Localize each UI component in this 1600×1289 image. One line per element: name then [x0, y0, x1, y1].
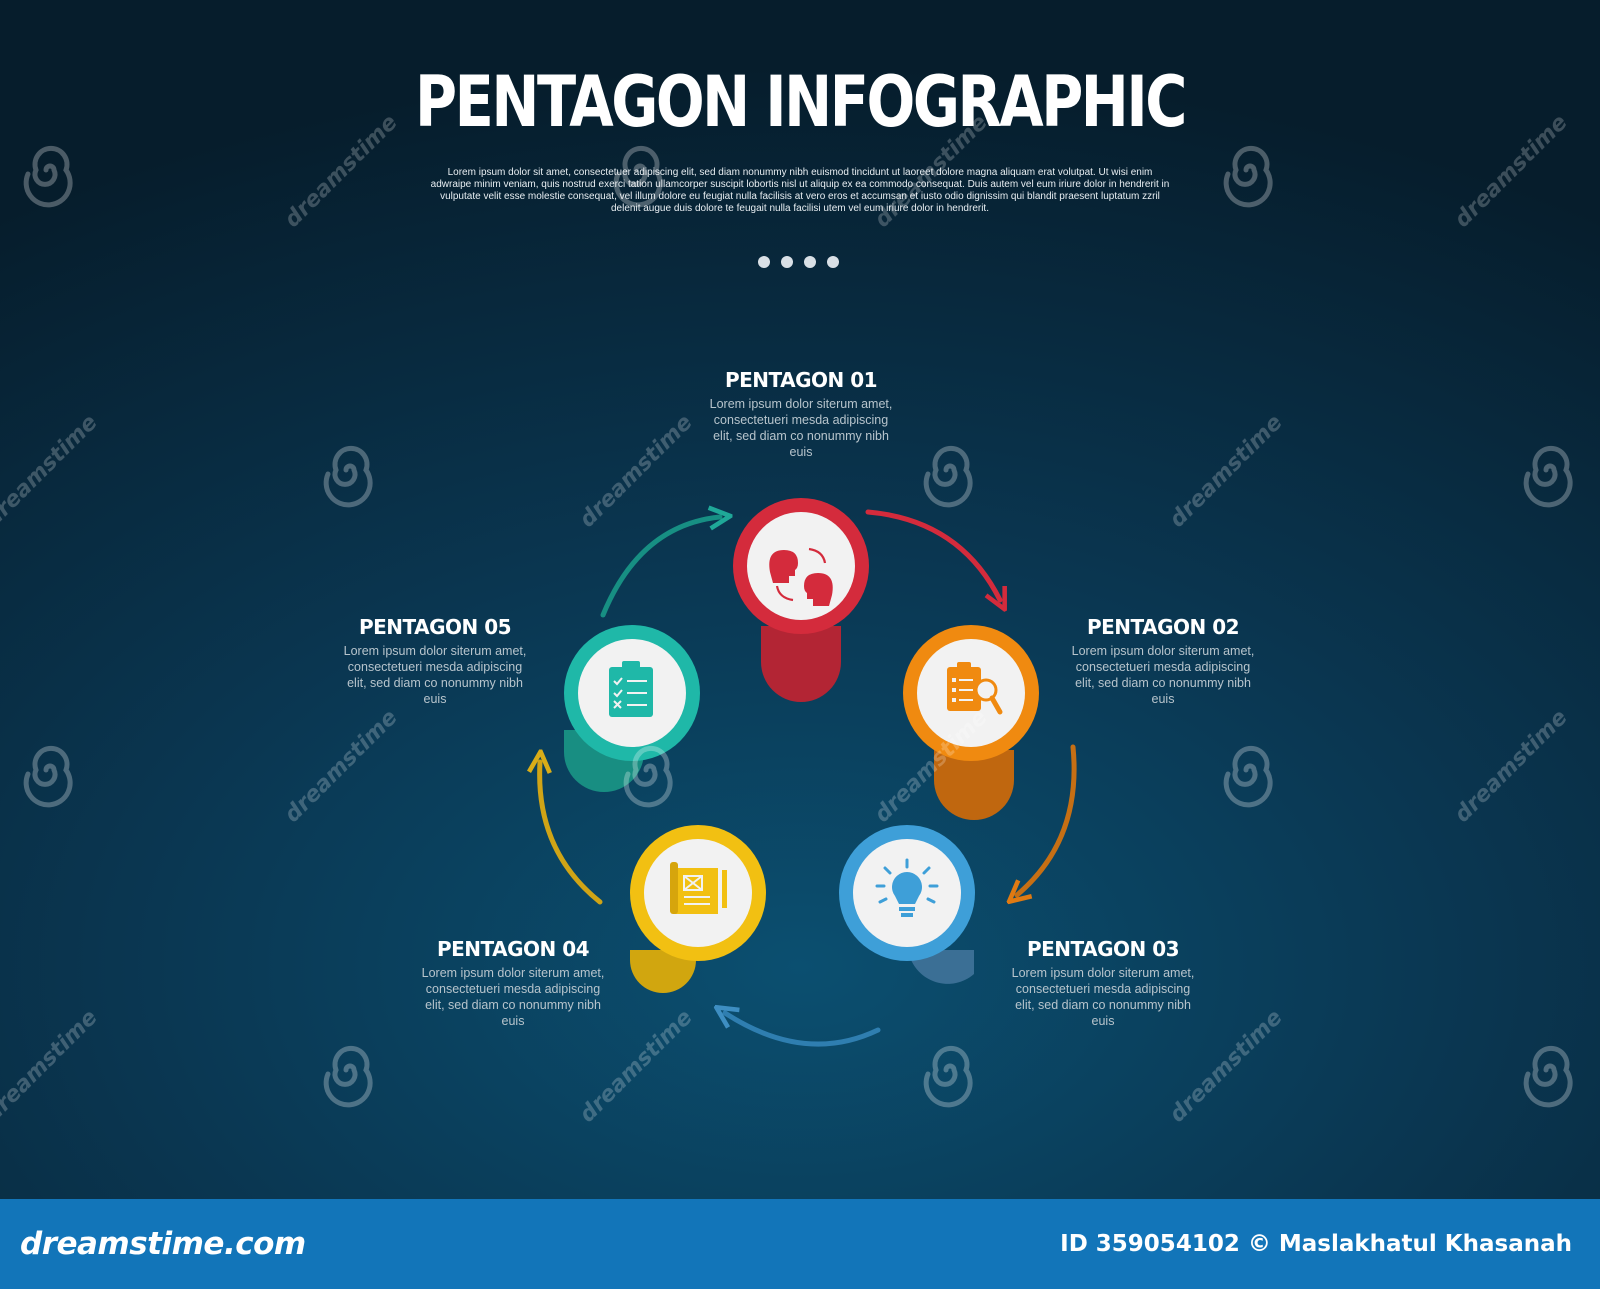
step-title: PENTAGON 02: [1086, 615, 1240, 639]
node-01: [733, 498, 869, 702]
step-label-01: PENTAGON 01 Lorem ipsum dolor siterum am…: [706, 368, 896, 460]
node-03: [839, 825, 975, 984]
step-body: Lorem ipsum dolor siterum amet, consecte…: [1011, 966, 1195, 1028]
checklist-icon: [609, 661, 653, 717]
node-04: [630, 825, 766, 993]
dots-separator: [758, 256, 839, 268]
blueprint-icon: [670, 862, 727, 914]
step-label-04: PENTAGON 04 Lorem ipsum dolor siterum am…: [418, 937, 608, 1029]
arrow-01-to-02: [865, 509, 1000, 600]
arrow-04-to-05: [540, 762, 603, 905]
step-title: PENTAGON 03: [1026, 937, 1180, 961]
step-title: PENTAGON 05: [358, 615, 512, 639]
two-heads-exchange-icon: [769, 547, 833, 606]
step-body: Lorem ipsum dolor siterum amet, consecte…: [343, 644, 527, 706]
arrow-05-to-01: [600, 517, 720, 618]
arrow-03-to-04: [725, 1013, 881, 1047]
step-body: Lorem ipsum dolor siterum amet, consecte…: [421, 966, 605, 1028]
arrow-02-to-03: [1017, 744, 1077, 895]
footer-bar: dreamstime.com ID 359054102 © Maslakhatu…: [0, 1199, 1600, 1289]
step-label-03: PENTAGON 03 Lorem ipsum dolor siterum am…: [1008, 937, 1198, 1029]
clipboard-search-icon: [947, 662, 1003, 715]
step-body: Lorem ipsum dolor siterum amet, consecte…: [1071, 644, 1255, 706]
lightbulb-icon: [875, 858, 939, 917]
image-credit: ID 359054102 © Maslakhatul Khasanah: [1060, 1231, 1572, 1257]
step-label-02: PENTAGON 02 Lorem ipsum dolor siterum am…: [1068, 615, 1258, 707]
node-05: [564, 625, 700, 792]
node-02: [903, 625, 1039, 820]
site-logo: dreamstime.com: [20, 1226, 306, 1262]
page-title: PENTAGON INFOGRAPHIC: [415, 61, 1187, 143]
page-subtitle: Lorem ipsum dolor sit amet, consectetuer…: [430, 167, 1170, 214]
step-label-05: PENTAGON 05 Lorem ipsum dolor siterum am…: [340, 615, 530, 707]
step-title: PENTAGON 01: [724, 368, 878, 392]
step-title: PENTAGON 04: [436, 937, 590, 961]
step-body: Lorem ipsum dolor siterum amet, consecte…: [709, 397, 893, 459]
